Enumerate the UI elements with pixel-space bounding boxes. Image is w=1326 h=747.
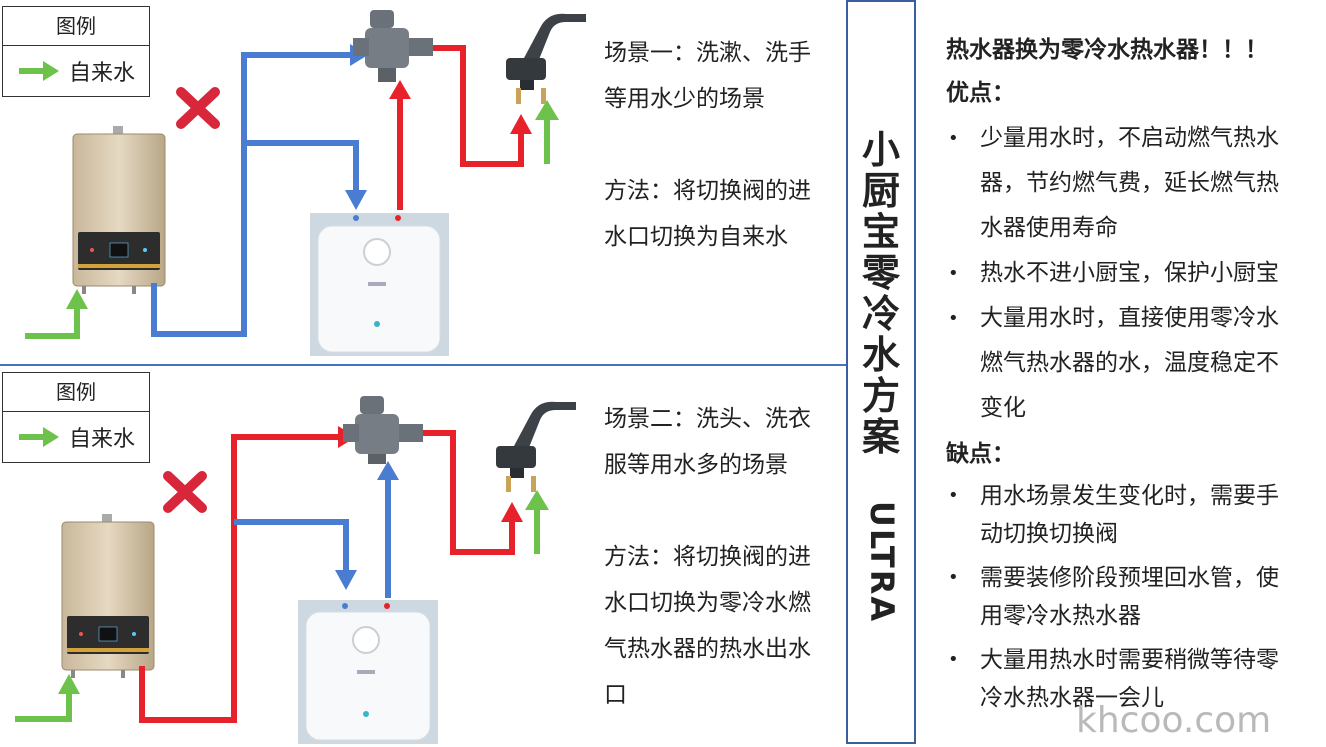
pipes xyxy=(25,45,550,339)
method-line: 方法：将切换阀的进 xyxy=(604,178,811,204)
legend: 图例 自来水 xyxy=(2,6,150,97)
legend-label: 自来水 xyxy=(68,61,135,86)
hot-pipe-valve-to-faucet xyxy=(433,45,524,167)
title-en: ULTRA xyxy=(863,500,901,624)
cons-list: 用水场景发生变化时，需要手 动切换切换阀 需要装修阶段预埋回水管，使 用零冷水热… xyxy=(946,477,1314,717)
disabled-cross-icon xyxy=(163,471,207,513)
scene-line: 等用水少的场景 xyxy=(604,86,765,112)
switch-valve xyxy=(343,396,423,464)
legend-title: 图例 xyxy=(3,373,149,412)
item-line: 动切换切换阀 xyxy=(980,521,1118,547)
pros-title: 优点： xyxy=(946,80,1015,106)
kitchen-water-heater xyxy=(310,213,449,356)
pros-cons-panel: 热水器换为零冷水热水器！！！ 优点： 少量用水时，不启动燃气热水 器，节约燃气费… xyxy=(946,30,1314,723)
item-line: 燃气热水器的水，温度稳定不 xyxy=(980,350,1279,376)
title-char: 案 xyxy=(861,415,900,459)
faucet xyxy=(506,13,586,104)
item-line: 大量用水时，直接使用零冷水 xyxy=(980,305,1279,331)
title-char: 厨 xyxy=(861,169,900,213)
item-line: 用零冷水热水器 xyxy=(980,603,1141,629)
item-line: 冷水热水器一会儿 xyxy=(980,685,1164,711)
title-char: 零 xyxy=(861,251,900,295)
watermark: khcoo.com xyxy=(1076,700,1272,741)
item-line: 大量用热水时需要稍微等待零 xyxy=(980,647,1279,673)
faucet xyxy=(496,401,576,492)
method-line: 水口切换为自来水 xyxy=(604,224,788,250)
vertical-title-en: ULTRA xyxy=(860,497,904,627)
item-line: 少量用水时，不启动燃气热水 xyxy=(980,125,1279,151)
item-line: 器，节约燃气费，延长燃气热 xyxy=(980,170,1279,196)
kitchen-water-heater xyxy=(298,600,438,744)
legend-title: 图例 xyxy=(3,7,149,46)
cons-item: 用水场景发生变化时，需要手 动切换切换阀 xyxy=(946,477,1314,553)
legend-label: 自来水 xyxy=(68,427,135,452)
gas-water-heater xyxy=(72,126,166,294)
item-line: 变化 xyxy=(980,395,1026,421)
disabled-cross-icon xyxy=(176,87,220,129)
legend: 图例 自来水 xyxy=(2,372,150,463)
title-char: 小 xyxy=(861,128,900,172)
method-line: 水口切换为零冷水燃 xyxy=(604,590,811,616)
hot-pipe-main xyxy=(139,434,338,723)
scenario-two-diagram xyxy=(15,396,576,744)
scene-line: 场景二：洗头、洗衣 xyxy=(604,406,811,432)
pipes xyxy=(15,430,540,723)
cold-pipe-main xyxy=(151,52,350,337)
vertical-title-box: 小 厨 宝 零 冷 水 方 案 ULTRA xyxy=(846,0,916,744)
legend-row: 自来水 xyxy=(3,412,149,462)
pros-item: 少量用水时，不启动燃气热水 器，节约燃气费，延长燃气热 水器使用寿命 xyxy=(946,116,1314,251)
pros-item: 热水不进小厨宝，保护小厨宝 xyxy=(946,251,1314,296)
pros-item: 大量用水时，直接使用零冷水 燃气热水器的水，温度稳定不 变化 xyxy=(946,296,1314,431)
scenario-two-text: 场景二：洗头、洗衣 服等用水多的场景 方法：将切换阀的进 水口切换为零冷水燃 气… xyxy=(604,396,840,718)
green-arrow-icon xyxy=(18,427,59,447)
vertical-title: 小 厨 宝 零 冷 水 方 案 xyxy=(848,130,914,458)
switch-valve xyxy=(353,10,433,82)
legend-row: 自来水 xyxy=(3,46,149,96)
method-line: 气热水器的热水出水 xyxy=(604,636,811,662)
cold-pipe-branch xyxy=(234,519,349,570)
hot-pipe-valve-to-faucet xyxy=(423,430,515,555)
cons-title: 缺点： xyxy=(946,441,1015,467)
cons-item: 大量用热水时需要稍微等待零 冷水热水器一会儿 xyxy=(946,641,1314,717)
title-char: 冷 xyxy=(861,292,900,336)
scenario-one-text: 场景一：洗漱、洗手 等用水少的场景 方法：将切换阀的进 水口切换为自来水 xyxy=(604,30,840,260)
cons-item: 需要装修阶段预埋回水管，使 用零冷水热水器 xyxy=(946,559,1314,635)
panel-divider xyxy=(0,364,848,366)
method-line: 方法：将切换阀的进 xyxy=(604,544,811,570)
item-line: 需要装修阶段预埋回水管，使 xyxy=(980,565,1279,591)
gas-water-heater xyxy=(61,514,155,678)
title-char: 方 xyxy=(861,374,900,418)
method-line: 口 xyxy=(604,682,627,708)
title-char: 水 xyxy=(861,333,900,377)
scenario-two-panel: 图例 自来水 场景二：洗头、洗衣 服等用水多的场景 方法：将切换阀的进 水口切换… xyxy=(0,372,848,747)
green-arrow-icon xyxy=(18,61,59,81)
scene-line: 场景一：洗漱、洗手 xyxy=(604,40,811,66)
cold-pipe-branch xyxy=(244,140,359,190)
tap-water-inlet xyxy=(15,692,72,722)
arrow-heads xyxy=(58,426,549,694)
tap-water-inlet xyxy=(25,307,80,339)
recommendation-heading: 热水器换为零冷水热水器！！！ xyxy=(946,37,1268,63)
item-line: 热水不进小厨宝，保护小厨宝 xyxy=(980,260,1279,286)
scenario-one-diagram xyxy=(25,10,586,356)
title-char: 宝 xyxy=(861,210,900,254)
item-line: 用水场景发生变化时，需要手 xyxy=(980,483,1279,509)
item-line: 水器使用寿命 xyxy=(980,215,1118,241)
scene-line: 服等用水多的场景 xyxy=(604,452,788,478)
scenario-one-panel: 图例 自来水 场景一：洗漱、洗手 等用水少的场景 方法：将切换阀的进 水口切换为… xyxy=(0,0,848,373)
pros-list: 少量用水时，不启动燃气热水 器，节约燃气费，延长燃气热 水器使用寿命 热水不进小… xyxy=(946,116,1314,431)
